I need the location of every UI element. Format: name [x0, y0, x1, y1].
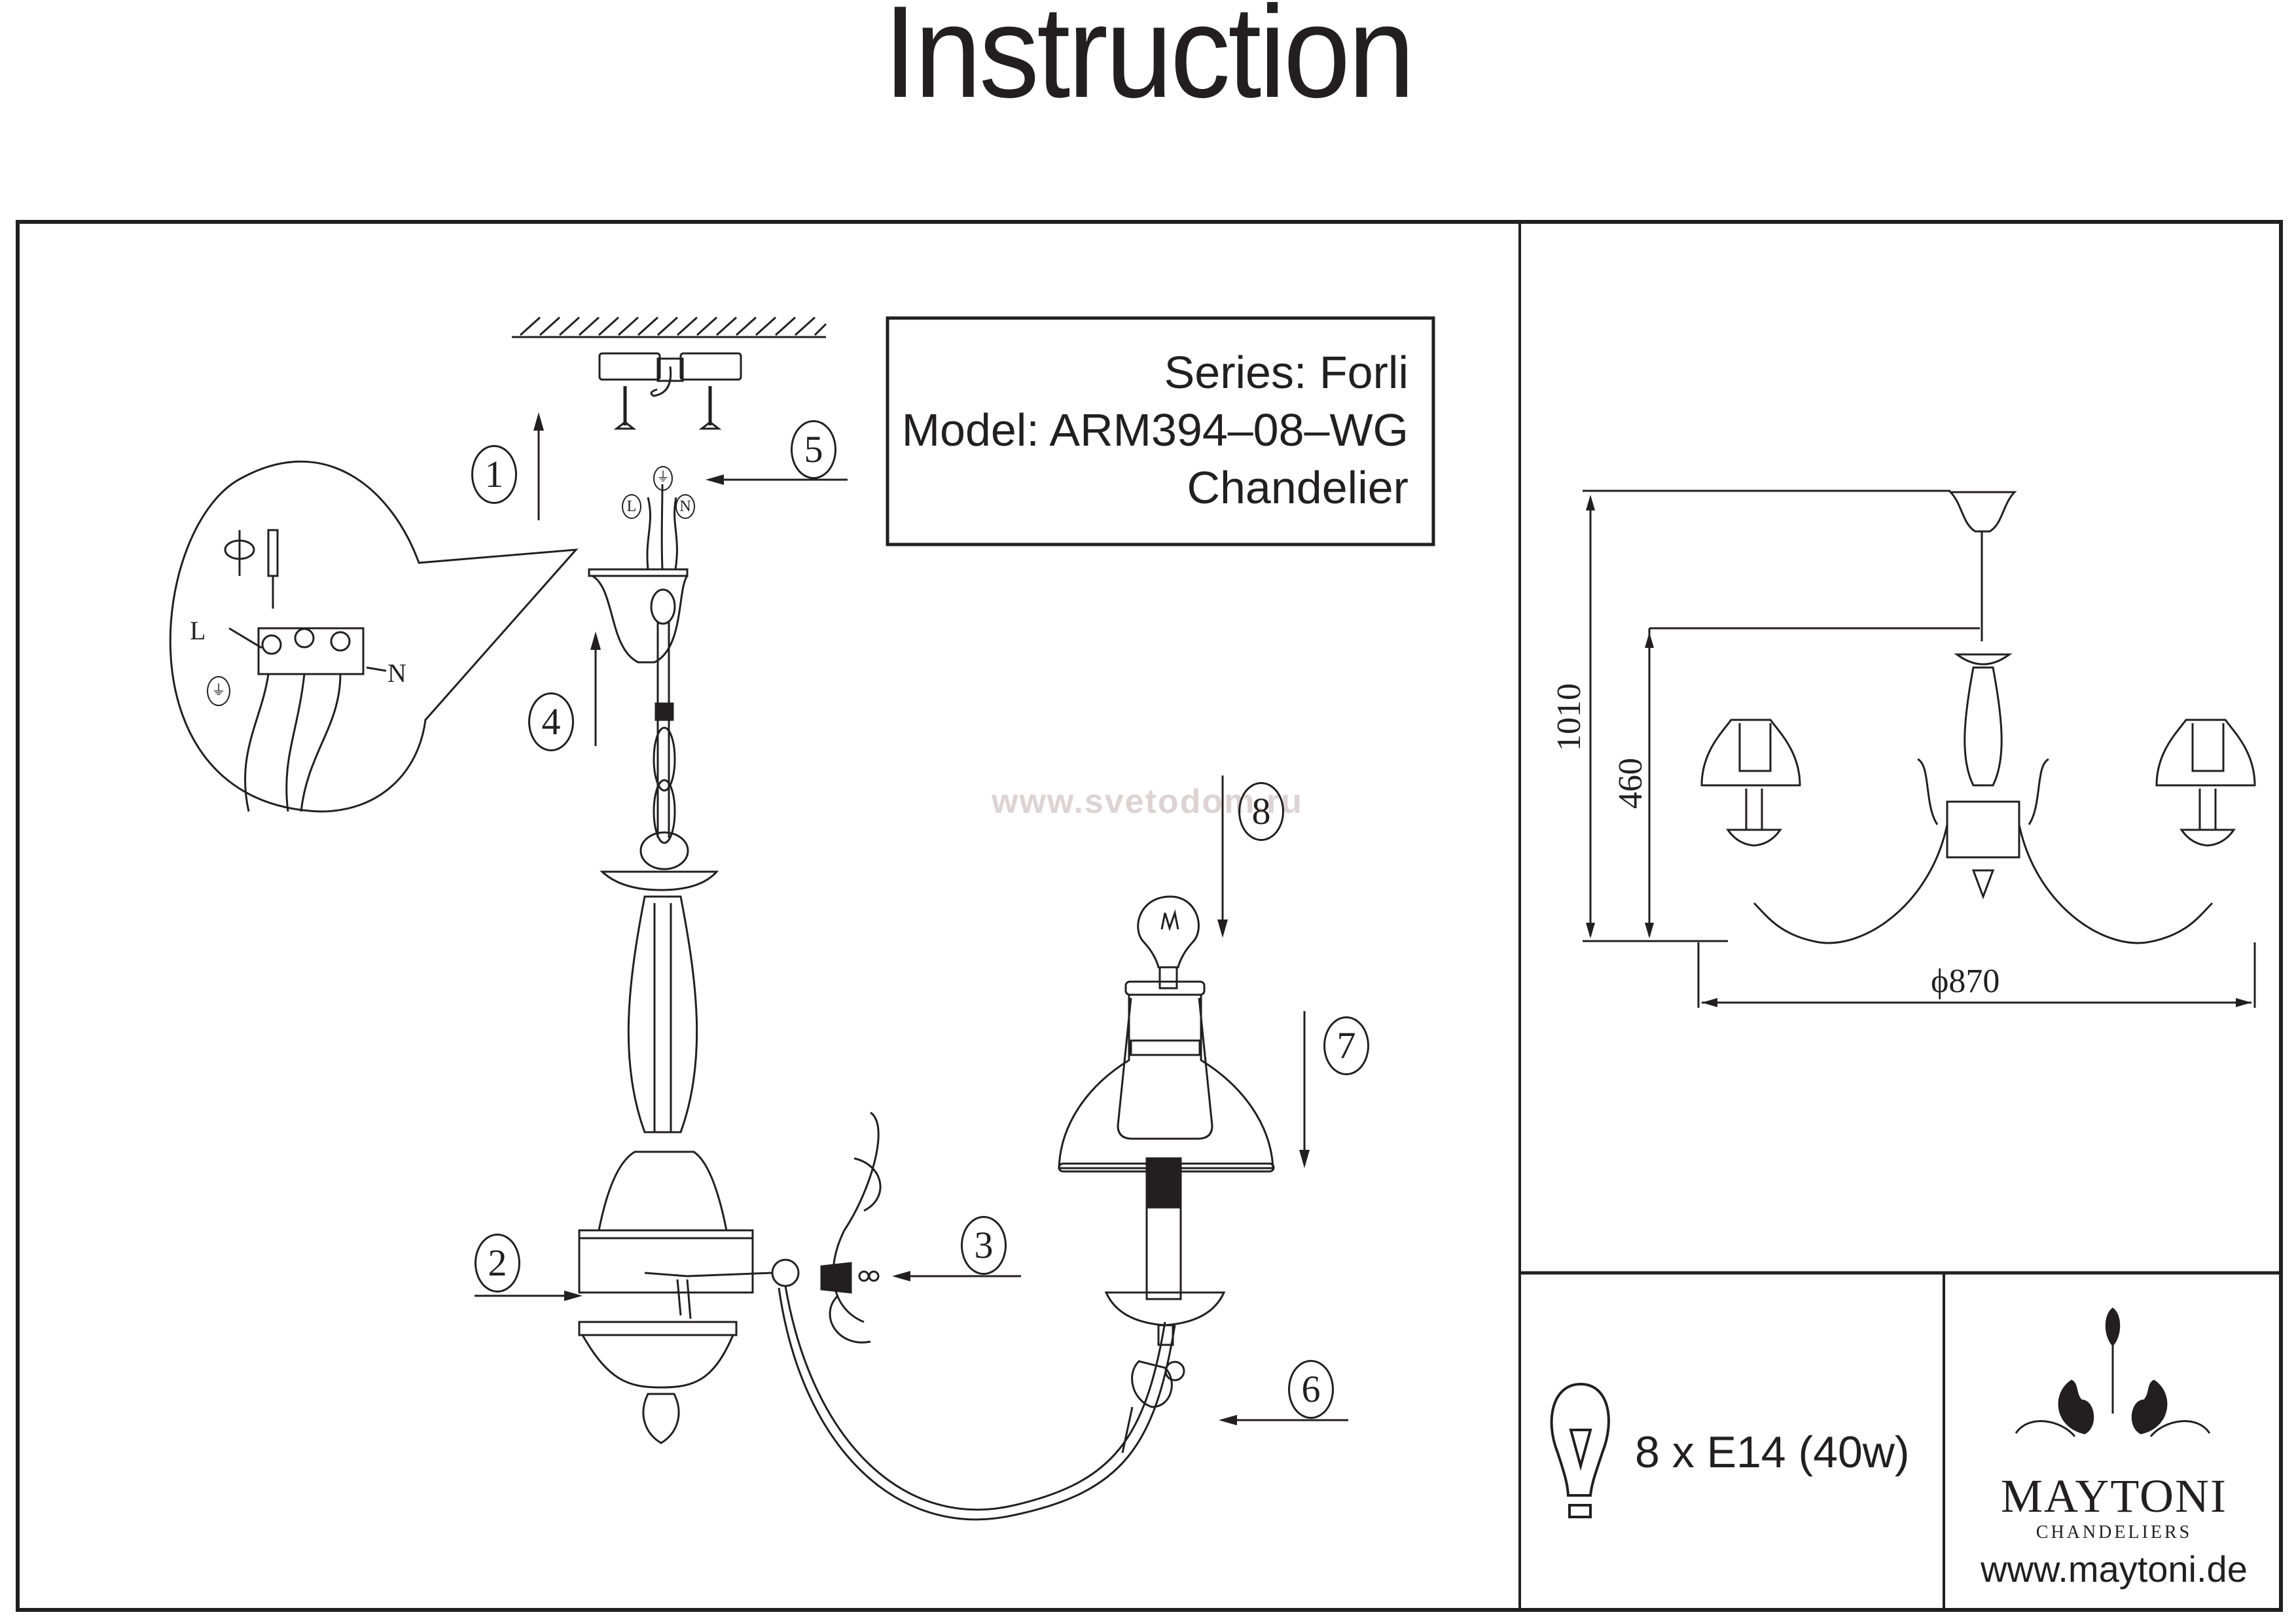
central-stem-icon: [578, 870, 773, 1444]
step-callout-7: 7: [1323, 1016, 1369, 1075]
brand-subtitle: CHANDELIERS: [2036, 1522, 2193, 1543]
ceiling-icon: [512, 316, 827, 338]
candle-bulb-icon: [1137, 895, 1200, 990]
step-callout-2: 2: [475, 1234, 520, 1293]
chain-icon: [639, 702, 689, 870]
ceiling-canopy-icon: [588, 484, 689, 838]
bulb-spec-text: 8 x E14 (40w): [1635, 1427, 1910, 1477]
product-info-box: [886, 316, 1435, 546]
maytoni-logo-icon: [2015, 1308, 2211, 1437]
mounting-bracket-icon: [598, 352, 742, 430]
step-callout-1: 1: [471, 445, 517, 504]
page-title: Instruction: [883, 0, 1415, 125]
live-wire-marker: L: [622, 494, 641, 519]
neutral-wire-marker: N: [675, 494, 695, 519]
ground-icon: ⏚: [653, 466, 673, 491]
live-wire-label: L: [190, 616, 206, 645]
dimension-total-height: 1010: [1551, 683, 1588, 751]
series-label: Series: Forli: [1164, 347, 1408, 398]
step-callout-5: 5: [791, 420, 836, 479]
product-type-label: Chandelier: [1187, 462, 1408, 513]
decorative-scroll-icon: [820, 1111, 882, 1344]
brand-website-link[interactable]: www.maytoni.de: [1981, 1548, 2248, 1590]
cherub-ornament-icon: [1121, 1360, 1185, 1454]
neutral-wire-label: N: [387, 658, 406, 688]
dimension-diameter: ϕ870: [1931, 963, 2000, 1000]
lamp-shade-icon: [1058, 980, 1275, 1173]
assembly-arrows: [475, 419, 1348, 1421]
product-info: Series: Forli Model: ARM394–08–WG Chande…: [891, 344, 1408, 516]
step-callout-8: 8: [1238, 782, 1284, 841]
overview-chandelier-icon: [1583, 490, 2256, 1008]
brand-name: MAYTONI: [2000, 1470, 2228, 1522]
step-callout-6: 6: [1288, 1360, 1334, 1419]
ground-icon-detail: ⏚: [207, 676, 230, 706]
dimension-arrowheads: [1586, 495, 2251, 1007]
step-callout-4: 4: [528, 692, 574, 751]
model-label: Model: ARM394–08–WG: [901, 404, 1408, 455]
light-bulb-icon: [1550, 1382, 1610, 1518]
dimension-body-height: 460: [1612, 758, 1649, 809]
candle-socket-icon: [1104, 1157, 1226, 1346]
outer-frame: [16, 220, 2283, 1612]
wiring-detail-callout: [169, 460, 579, 813]
step-callout-3: 3: [961, 1216, 1007, 1275]
chandelier-arm-icon: [771, 1258, 1176, 1521]
